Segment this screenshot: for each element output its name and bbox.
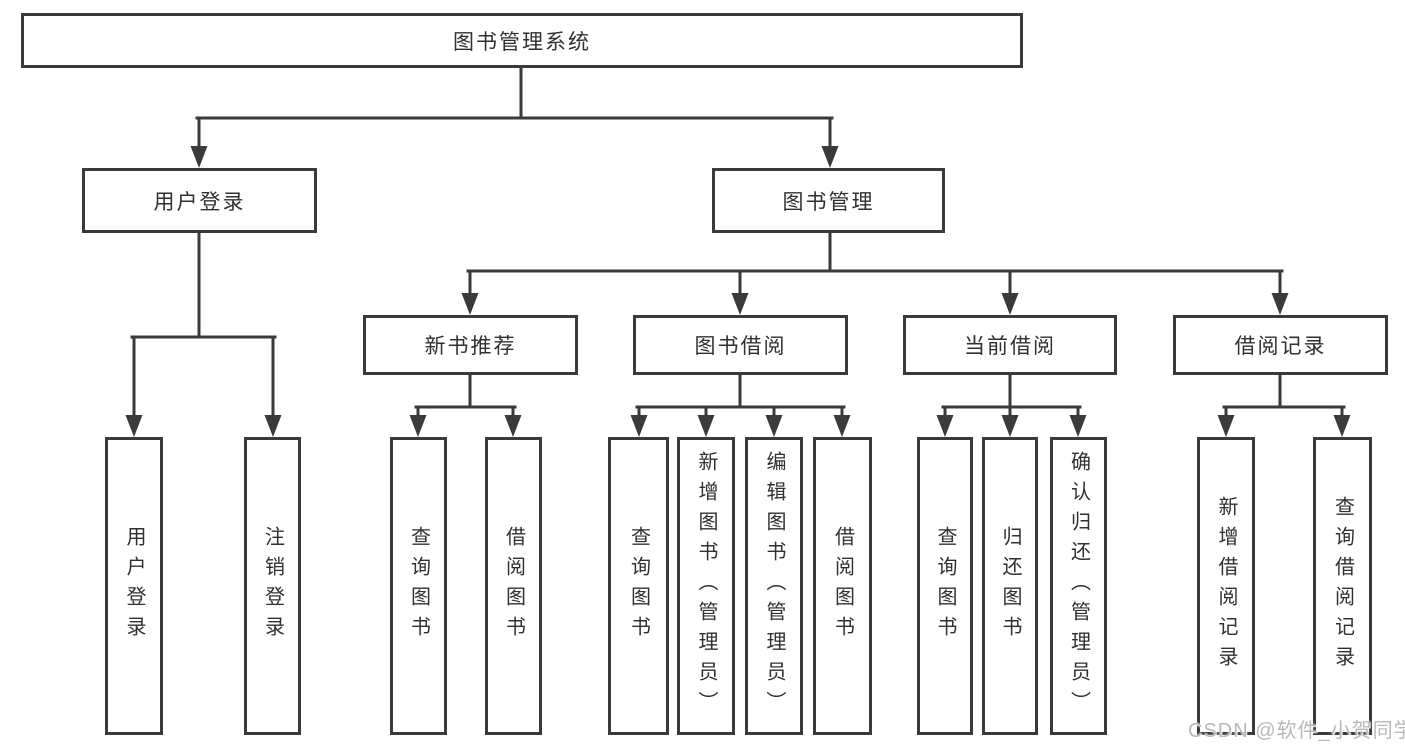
node-borrow-record-label: 借阅记录	[1234, 335, 1327, 358]
connector-borrow-record	[1217, 373, 1351, 437]
connector-current-borrow	[936, 373, 1087, 437]
node-current-borrow-label: 当前借阅	[964, 335, 1056, 358]
node-user-login: 用户登录	[82, 168, 317, 233]
connector-book-borrow	[630, 373, 851, 437]
leaf-borrow-add-book-label: 新增图书（管理员）	[695, 451, 717, 721]
connector-user-login	[125, 231, 282, 437]
node-user-login-label: 用户登录	[153, 190, 246, 214]
node-current-borrow: 当前借阅	[903, 315, 1117, 375]
node-root-label: 图书管理系统	[453, 30, 591, 54]
node-book-management: 图书管理	[712, 168, 945, 233]
leaf-record-query-record-label: 查询借阅记录	[1331, 496, 1354, 676]
csdn-watermark: CSDN @软件_小贺同学	[1188, 720, 1405, 742]
connector-new-book	[409, 373, 522, 437]
leaf-current-query-book: 查询图书	[917, 437, 973, 735]
node-new-book-recommend-label: 新书推荐	[424, 335, 517, 358]
leaf-borrow-edit-book: 编辑图书（管理员）	[745, 437, 803, 735]
node-borrow-record: 借阅记录	[1173, 315, 1388, 375]
connector-root	[190, 66, 839, 168]
leaf-newrec-query-book: 查询图书	[390, 437, 447, 735]
node-book-borrow: 图书借阅	[633, 315, 848, 375]
leaf-borrow-add-book: 新增图书（管理员）	[677, 437, 735, 735]
leaf-logout: 注销登录	[244, 437, 301, 735]
leaf-logout-label: 注销登录	[261, 526, 284, 646]
leaf-current-query-book-label: 查询图书	[934, 526, 956, 646]
node-new-book-recommend: 新书推荐	[363, 315, 578, 375]
leaf-current-return-book-label: 归还图书	[999, 526, 1021, 646]
node-root: 图书管理系统	[21, 13, 1023, 68]
leaf-record-query-record: 查询借阅记录	[1313, 437, 1372, 735]
leaf-borrow-query-book: 查询图书	[608, 437, 669, 735]
leaf-borrow-query-book-label: 查询图书	[627, 526, 650, 646]
leaf-newrec-borrow-book-label: 借阅图书	[502, 526, 525, 646]
leaf-current-confirm-return-label: 确认归还（管理员）	[1067, 451, 1090, 721]
node-book-borrow-label: 图书借阅	[694, 335, 787, 358]
leaf-record-add-record: 新增借阅记录	[1197, 437, 1255, 735]
leaf-user-login: 用户登录	[105, 437, 163, 735]
node-book-management-label: 图书管理	[782, 190, 875, 214]
leaf-current-confirm-return: 确认归还（管理员）	[1050, 437, 1107, 735]
leaf-borrow-borrow-book-label: 借阅图书	[831, 526, 854, 646]
leaf-user-login-label: 用户登录	[123, 526, 145, 646]
leaf-newrec-query-book-label: 查询图书	[407, 526, 430, 646]
leaf-current-return-book: 归还图书	[982, 437, 1038, 735]
leaf-borrow-borrow-book: 借阅图书	[813, 437, 872, 735]
leaf-newrec-borrow-book: 借阅图书	[485, 437, 542, 735]
leaf-borrow-edit-book-label: 编辑图书（管理员）	[763, 451, 785, 721]
connector-book-management	[461, 231, 1289, 315]
leaf-record-add-record-label: 新增借阅记录	[1215, 496, 1237, 676]
